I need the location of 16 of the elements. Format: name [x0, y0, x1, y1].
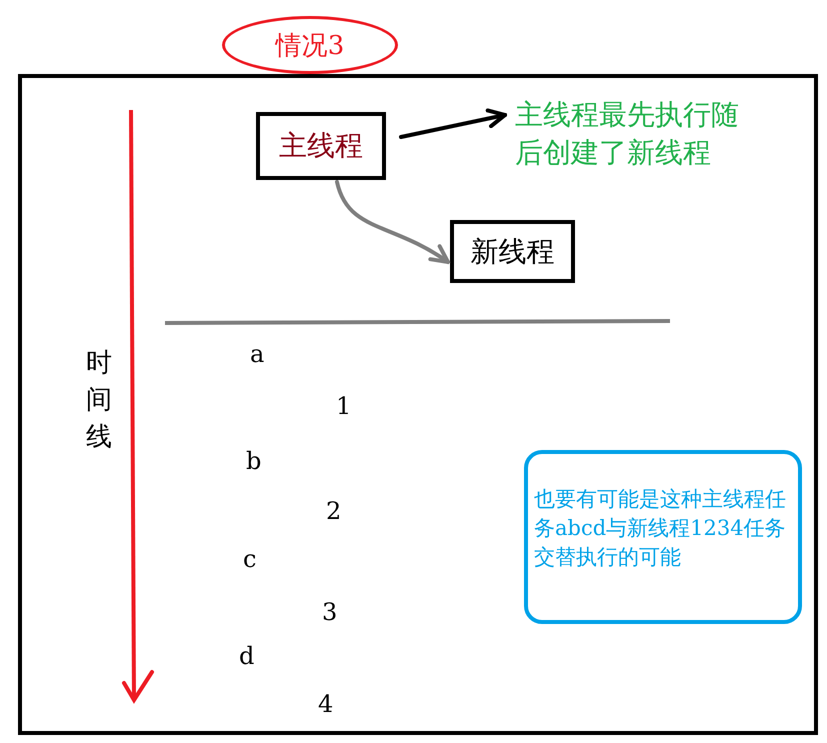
sequence-label: 4 — [318, 690, 334, 718]
process-box: 新线程 — [450, 220, 575, 283]
ellipse-label: 情况3 — [222, 16, 398, 74]
sequence-label: b — [246, 447, 262, 475]
sequence-label: 1 — [336, 392, 352, 420]
sequence-label: c — [243, 545, 256, 573]
sequence-label: a — [250, 340, 264, 368]
process-box: 主线程 — [256, 112, 386, 180]
annotation-text: 主线程最先执行随后创建了新线程 — [515, 96, 751, 176]
note-box: 也要有可能是这种主线程任务abcd与新线程1234任务交替执行的可能 — [524, 450, 802, 624]
sequence-label: 3 — [322, 598, 338, 626]
arrow — [399, 108, 507, 139]
sequence-label: d — [239, 642, 254, 670]
arrow — [335, 180, 450, 264]
sequence-label: 2 — [326, 497, 342, 525]
axis-label: 时间线 — [86, 347, 113, 454]
